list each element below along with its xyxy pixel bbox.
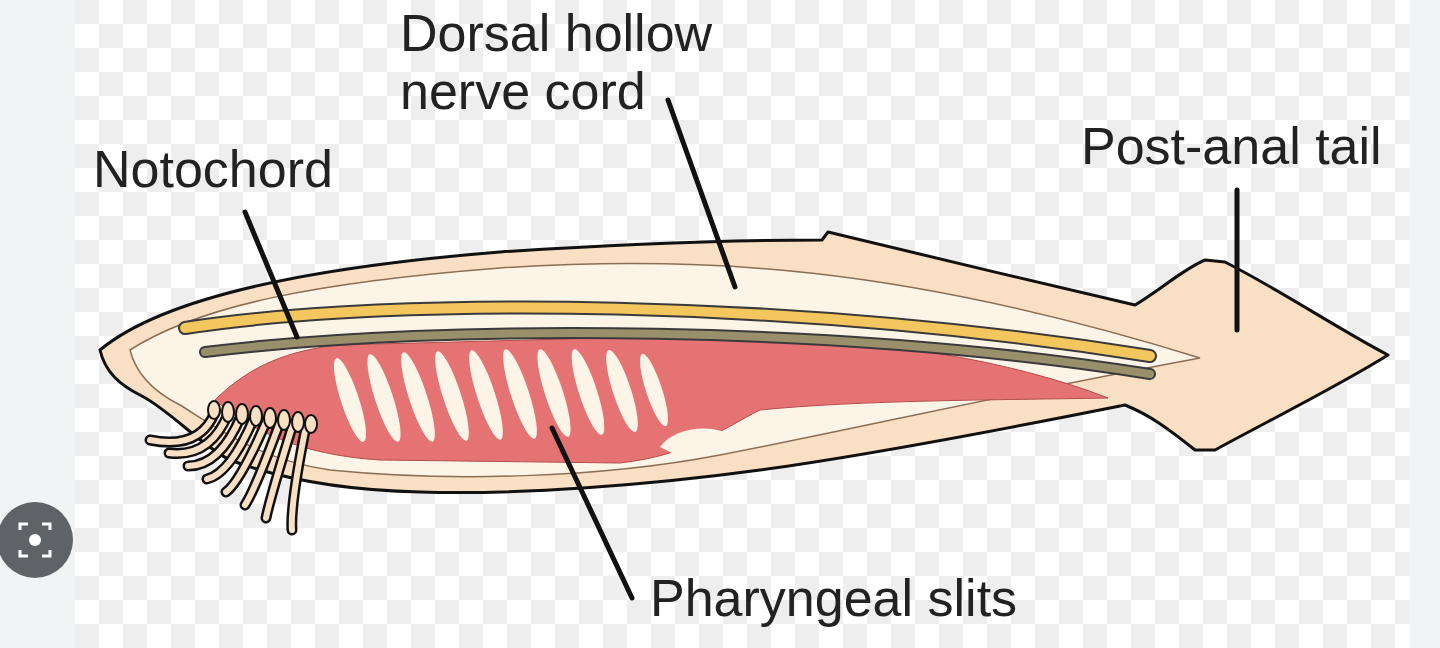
gill-slits: [328, 346, 674, 444]
lens-icon: [0, 502, 73, 578]
mouth-tooth: [292, 412, 304, 432]
mouth-tooth: [278, 410, 290, 430]
notochord-edge: [205, 333, 1150, 374]
gill-slit: [635, 351, 674, 428]
part-label: Dorsal hollow nerve cord: [400, 4, 740, 120]
mouth-tooth: [208, 401, 220, 419]
cirrus: [207, 418, 254, 479]
body-outline: [100, 232, 1388, 493]
gill-slit: [395, 350, 441, 445]
gill-slit: [600, 347, 644, 434]
cirrus-edge: [150, 412, 215, 442]
gill-slit: [429, 349, 475, 444]
part-label: Notochord: [93, 140, 333, 198]
lens-icon-dot: [29, 534, 41, 546]
lens-icon-disc: [0, 502, 73, 578]
checker-ground: [75, 0, 1410, 648]
cirrus: [150, 412, 215, 442]
cirrus: [292, 426, 306, 530]
mouth-tooth: [305, 415, 317, 433]
mouth-tooth: [236, 404, 248, 424]
gill-slit: [328, 355, 372, 444]
part-label: Post-anal tail: [1081, 117, 1382, 175]
part-label: Pharyngeal slits: [650, 569, 1017, 627]
leader-line: [1235, 190, 1240, 330]
gill-slit: [361, 351, 407, 444]
cirrus-edge: [292, 426, 306, 530]
gill-slit: [497, 347, 543, 442]
leader-line: [552, 428, 632, 598]
gill-slit: [531, 346, 577, 439]
mouth-tooth: [264, 408, 276, 428]
mouth-rim: [208, 401, 317, 433]
leader-line: [245, 212, 297, 337]
notochord: [205, 333, 1150, 374]
leader-line: [668, 100, 735, 287]
lens-icon-frame: [20, 524, 50, 556]
atriopore-fold: [660, 428, 724, 454]
gill-slit: [566, 346, 611, 437]
gill-slit: [463, 348, 509, 443]
mouth-tooth: [250, 406, 262, 426]
mouth-tooth: [222, 402, 234, 422]
cirrus: [266, 424, 293, 518]
cirrus: [226, 420, 267, 492]
